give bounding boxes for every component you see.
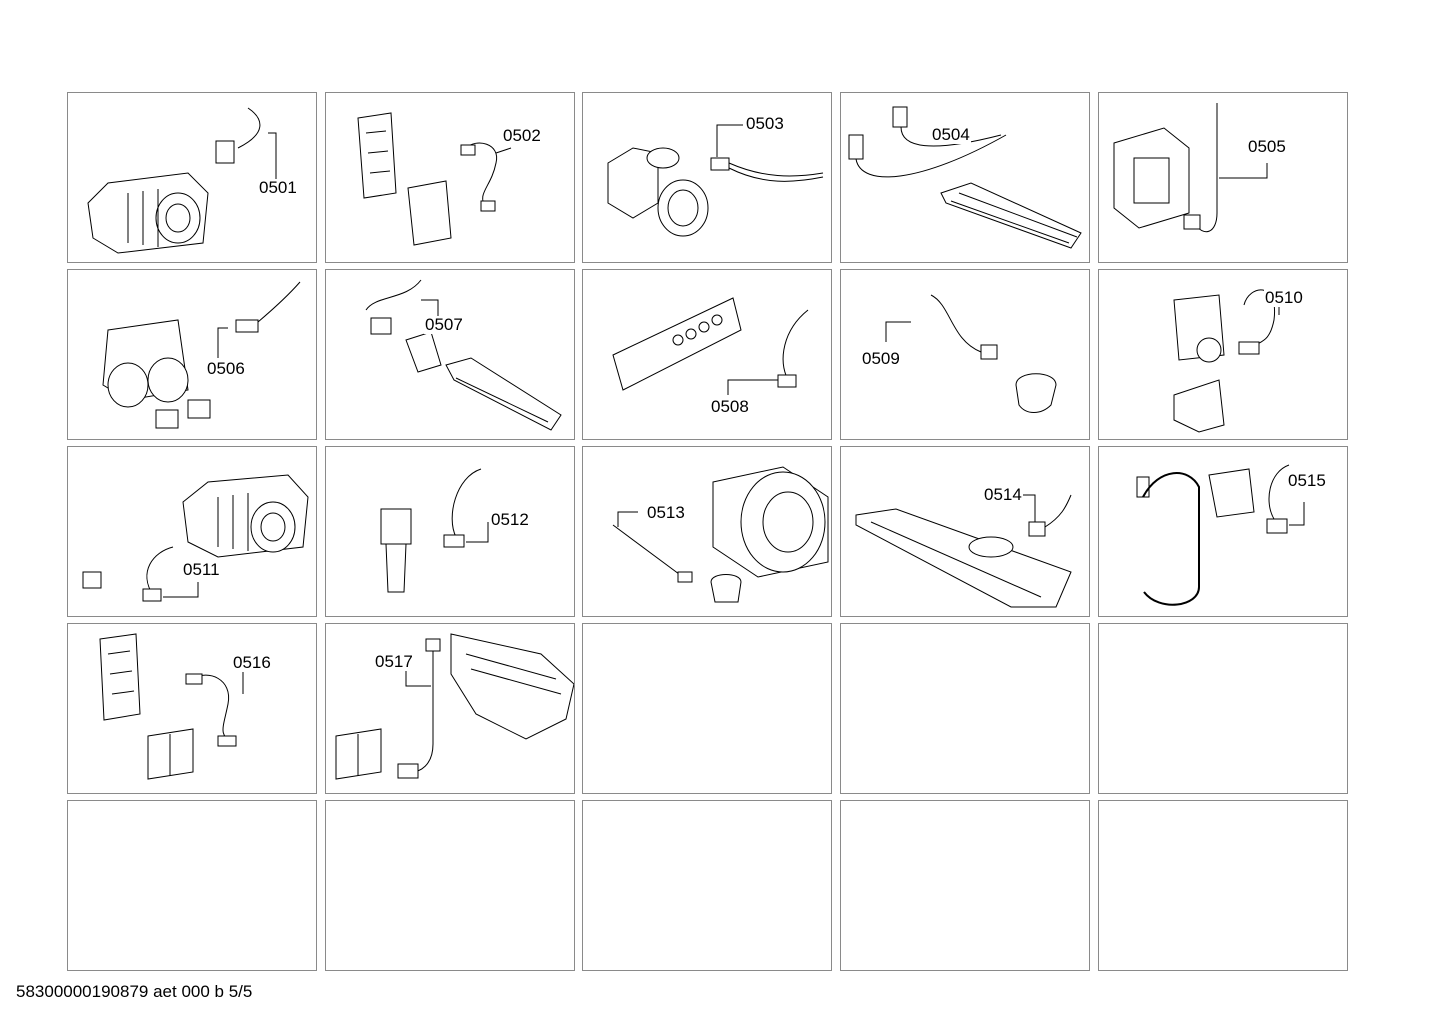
motor-assembly-drawing: [82, 474, 309, 602]
part-cell-0508[interactable]: 0508: [582, 269, 832, 440]
part-cell-0513[interactable]: 0513: [582, 446, 832, 617]
part-label: 0517: [374, 652, 414, 671]
part-cell-0517[interactable]: 0517: [325, 623, 575, 794]
part-label: 0501: [258, 178, 298, 197]
part-label: 0516: [232, 653, 272, 672]
part-cell-0503[interactable]: 0503: [582, 92, 832, 263]
board-capacitor-drawing: [99, 633, 256, 780]
part-cell-empty: [1098, 800, 1348, 971]
part-label: 0504: [931, 125, 971, 144]
flow-sensor-drawing: [380, 468, 489, 593]
pressure-sensor-drawing: [885, 294, 1057, 413]
part-label: 0514: [983, 485, 1023, 504]
part-label: 0512: [490, 510, 530, 529]
part-cell-empty: [325, 800, 575, 971]
detergent-drawer-drawing: [335, 633, 574, 780]
part-label: 0507: [424, 315, 464, 334]
hose-pump-drawing: [1136, 464, 1305, 606]
part-cell-0506[interactable]: 0506: [67, 269, 317, 440]
part-cell-0514[interactable]: 0514: [840, 446, 1090, 617]
drum-drawing: [612, 466, 829, 603]
part-cell-0511[interactable]: 0511: [67, 446, 317, 617]
part-cell-0509[interactable]: 0509: [840, 269, 1090, 440]
part-label: 0508: [710, 397, 750, 416]
part-cell-empty: [582, 623, 832, 794]
part-label: 0515: [1287, 471, 1327, 490]
part-label: 0513: [646, 503, 686, 522]
module-drawing: [1113, 103, 1268, 233]
part-cell-0512[interactable]: 0512: [325, 446, 575, 617]
heater-sensor-drawing: [365, 279, 562, 431]
part-cell-0515[interactable]: 0515: [1098, 446, 1348, 617]
heating-element-drawing: [848, 106, 1082, 249]
part-cell-0502[interactable]: 0502: [325, 92, 575, 263]
part-cell-empty: [1098, 623, 1348, 794]
door-lock-drawing: [1173, 289, 1280, 433]
control-board-drawing: [357, 112, 512, 246]
part-label: 0502: [502, 126, 542, 145]
part-cell-0516[interactable]: 0516: [67, 623, 317, 794]
part-cell-empty: [67, 800, 317, 971]
part-cell-empty: [840, 800, 1090, 971]
part-label: 0503: [745, 114, 785, 133]
part-label: 0506: [206, 359, 246, 378]
part-cell-0510[interactable]: 0510: [1098, 269, 1348, 440]
part-cell-empty: [582, 800, 832, 971]
part-cell-0501[interactable]: 0501: [67, 92, 317, 263]
motor-drawing: [87, 107, 277, 254]
drain-pump-drawing: [607, 124, 824, 237]
inlet-valve-drawing: [102, 281, 301, 429]
part-label: 0511: [182, 560, 221, 579]
sensor-bracket-drawing: [855, 494, 1072, 608]
part-cell-0505[interactable]: 0505: [1098, 92, 1348, 263]
part-cell-0504[interactable]: 0504: [840, 92, 1090, 263]
document-code: 58300000190879 aet 000 b 5/5: [16, 982, 253, 1001]
part-label: 0509: [861, 349, 901, 368]
part-cell-empty: [840, 623, 1090, 794]
part-cell-0507[interactable]: 0507: [325, 269, 575, 440]
display-module-drawing: [612, 297, 809, 395]
part-label: 0505: [1247, 137, 1287, 156]
part-label: 0510: [1264, 288, 1304, 307]
